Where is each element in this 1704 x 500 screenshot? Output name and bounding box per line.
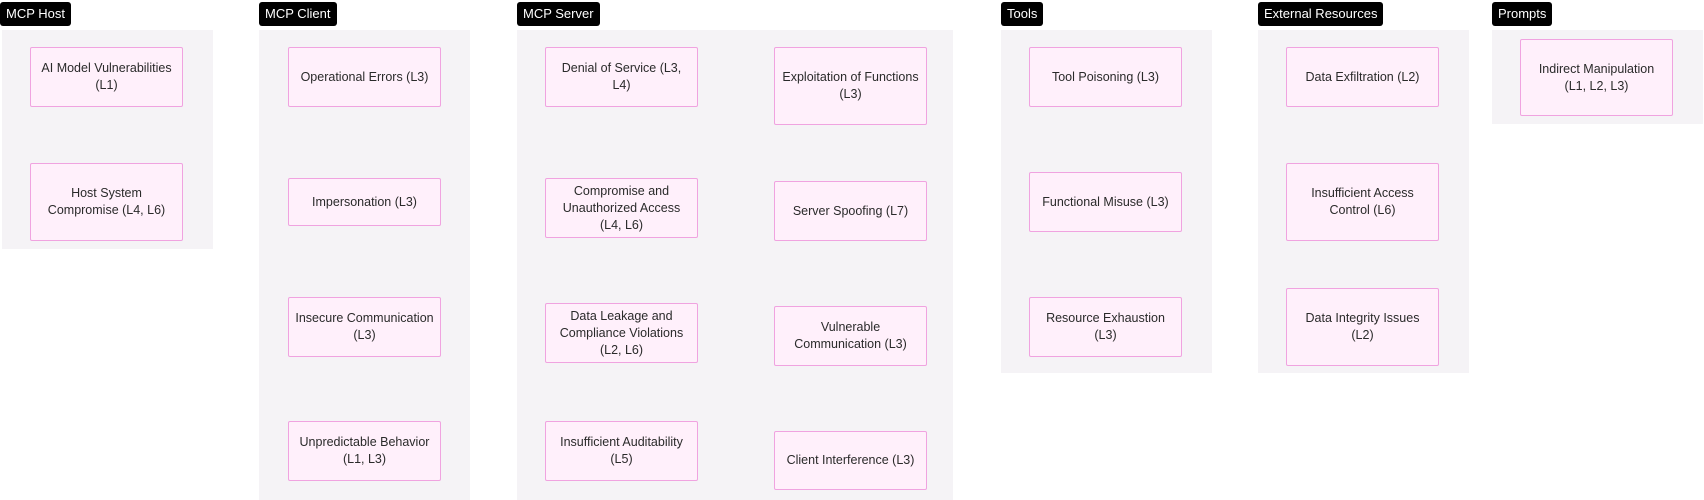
node-compromise-unauthorized-access: Compromise and Unauthorized Access (L4, … [545, 178, 698, 238]
node-tool-poisoning: Tool Poisoning (L3) [1029, 47, 1182, 107]
node-denial-of-service: Denial of Service (L3, L4) [545, 47, 698, 107]
node-operational-errors: Operational Errors (L3) [288, 47, 441, 107]
node-vulnerable-communication: Vulnerable Communication (L3) [774, 306, 927, 366]
node-server-spoofing: Server Spoofing (L7) [774, 181, 927, 241]
node-unpredictable-behavior: Unpredictable Behavior (L1, L3) [288, 421, 441, 481]
group-title-mcp-host: MCP Host [0, 2, 71, 26]
group-title-mcp-server: MCP Server [517, 2, 600, 26]
group-title-external-resources: External Resources [1258, 2, 1384, 26]
node-data-integrity-issues: Data Integrity Issues (L2) [1286, 288, 1439, 366]
node-indirect-manipulation: Indirect Manipulation (L1, L2, L3) [1520, 39, 1673, 116]
node-insufficient-access-control: Insufficient Access Control (L6) [1286, 163, 1439, 241]
node-data-exfiltration: Data Exfiltration (L2) [1286, 47, 1439, 107]
node-functional-misuse: Functional Misuse (L3) [1029, 172, 1182, 232]
group-title-tools: Tools [1001, 2, 1044, 26]
node-insecure-communication: Insecure Communication (L3) [288, 297, 441, 357]
node-client-interference: Client Interference (L3) [774, 431, 927, 490]
group-title-mcp-client: MCP Client [259, 2, 337, 26]
node-ai-model-vulnerabilities: AI Model Vulnerabilities (L1) [30, 47, 183, 107]
node-exploitation-of-functions: Exploitation of Functions (L3) [774, 47, 927, 125]
node-data-leakage-compliance: Data Leakage and Compliance Violations (… [545, 303, 698, 363]
node-impersonation: Impersonation (L3) [288, 178, 441, 226]
group-title-prompts: Prompts [1492, 2, 1553, 26]
node-host-system-compromise: Host System Compromise (L4, L6) [30, 163, 183, 241]
node-insufficient-auditability: Insufficient Auditability (L5) [545, 421, 698, 481]
node-resource-exhaustion: Resource Exhaustion (L3) [1029, 297, 1182, 357]
